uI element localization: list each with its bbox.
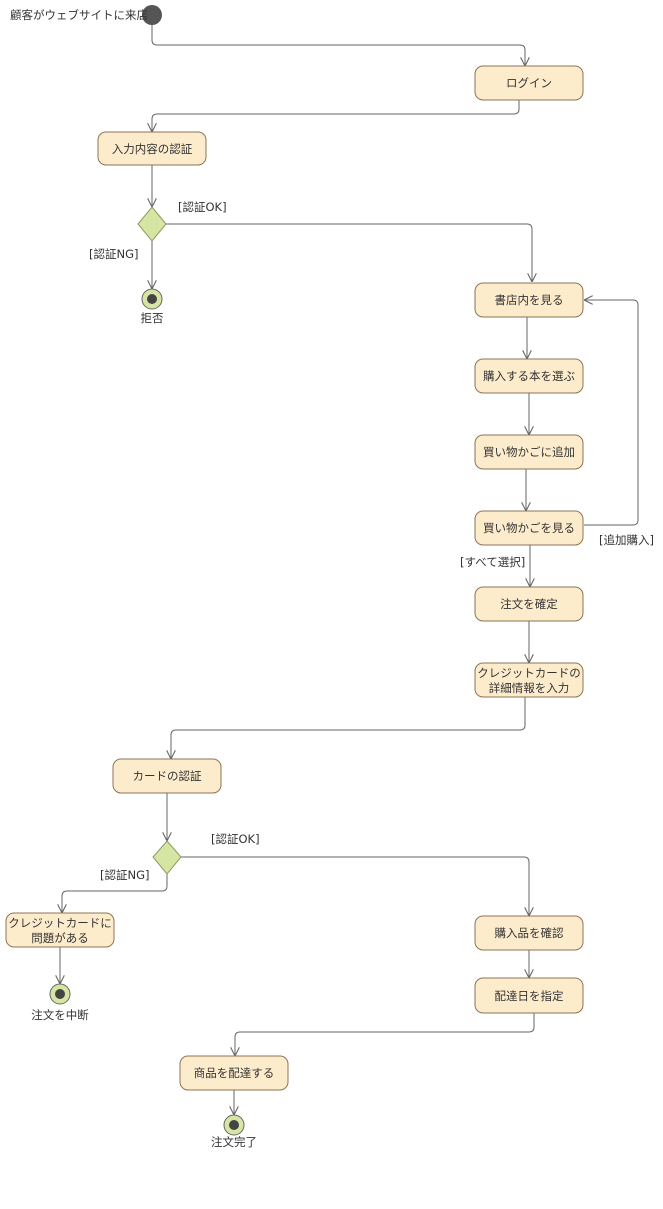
guard-select-all: [すべて選択] <box>460 555 525 569</box>
edge-decision-browse <box>166 223 532 282</box>
final-reject-label: 拒否 <box>141 311 164 325</box>
action-add-cart: 買い物かごに追加 <box>474 434 584 470</box>
edge-start-login <box>151 25 525 66</box>
action-add-cart-label: 買い物かごに追加 <box>483 445 575 459</box>
action-card-problem: クレジットカードに 問題がある <box>5 912 115 948</box>
final-reject <box>141 288 163 310</box>
edge-decision-confirmitems <box>181 856 529 916</box>
action-confirm-order-label: 注文を確定 <box>500 597 558 611</box>
action-browse-label: 書店内を見る <box>495 293 564 307</box>
action-deliver-label: 商品を配達する <box>194 1066 275 1080</box>
action-auth-input: 入力内容の認証 <box>97 131 207 166</box>
edge-card-cardauth <box>171 697 526 759</box>
edges <box>60 25 639 1115</box>
final-order-complete-label: 注文完了 <box>211 1135 257 1149</box>
action-login: ログイン <box>474 65 584 101</box>
action-card-details-label-2: 詳細情報を入力 <box>489 681 570 695</box>
final-cancel-order <box>49 983 71 1005</box>
action-choose-book-label: 購入する本を選ぶ <box>483 369 575 383</box>
guard-auth-ng-2: [認証NG] <box>100 868 150 882</box>
edge-login-auth <box>152 100 520 132</box>
action-card-problem-label-1: クレジットカードに <box>8 916 112 930</box>
action-card-auth-label: カードの認証 <box>133 769 202 783</box>
start-label: 顧客がウェブサイトに来店 <box>10 8 148 22</box>
action-delivery-date-label: 配達日を指定 <box>495 989 564 1003</box>
action-login-label: ログイン <box>506 76 552 90</box>
final-order-complete <box>223 1114 245 1136</box>
action-card-details-label-1: クレジットカードの <box>477 666 581 680</box>
action-deliver: 商品を配達する <box>179 1055 289 1091</box>
edge-view-browse-loop <box>584 300 639 526</box>
action-delivery-date: 配達日を指定 <box>474 977 584 1014</box>
guard-auth-ok-1: [認証OK] <box>178 200 227 214</box>
edge-decision-problem <box>62 874 168 913</box>
edge-date-deliver <box>235 1013 535 1056</box>
final-cancel-order-label: 注文を中断 <box>31 1008 89 1022</box>
action-view-cart-label: 買い物かごを見る <box>483 521 575 535</box>
action-auth-input-label: 入力内容の認証 <box>112 142 193 156</box>
action-confirm-order: 注文を確定 <box>474 586 584 622</box>
action-confirm-items: 購入品を確認 <box>474 915 584 951</box>
guard-add-more: [追加購入] <box>599 533 654 547</box>
initial-node <box>142 5 162 25</box>
action-view-cart: 買い物かごを見る <box>474 510 584 546</box>
action-confirm-items-label: 購入品を確認 <box>495 926 564 940</box>
action-card-problem-label-2: 問題がある <box>31 931 89 945</box>
guard-auth-ng-1: [認証NG] <box>89 247 139 261</box>
action-browse: 書店内を見る <box>474 282 584 318</box>
action-card-details: クレジットカードの 詳細情報を入力 <box>474 662 584 698</box>
action-choose-book: 購入する本を選ぶ <box>474 358 584 394</box>
decision-card-auth <box>152 840 182 875</box>
decision-login-auth <box>137 206 167 242</box>
action-card-auth: カードの認証 <box>112 758 222 794</box>
guard-auth-ok-2: [認証OK] <box>211 832 260 846</box>
